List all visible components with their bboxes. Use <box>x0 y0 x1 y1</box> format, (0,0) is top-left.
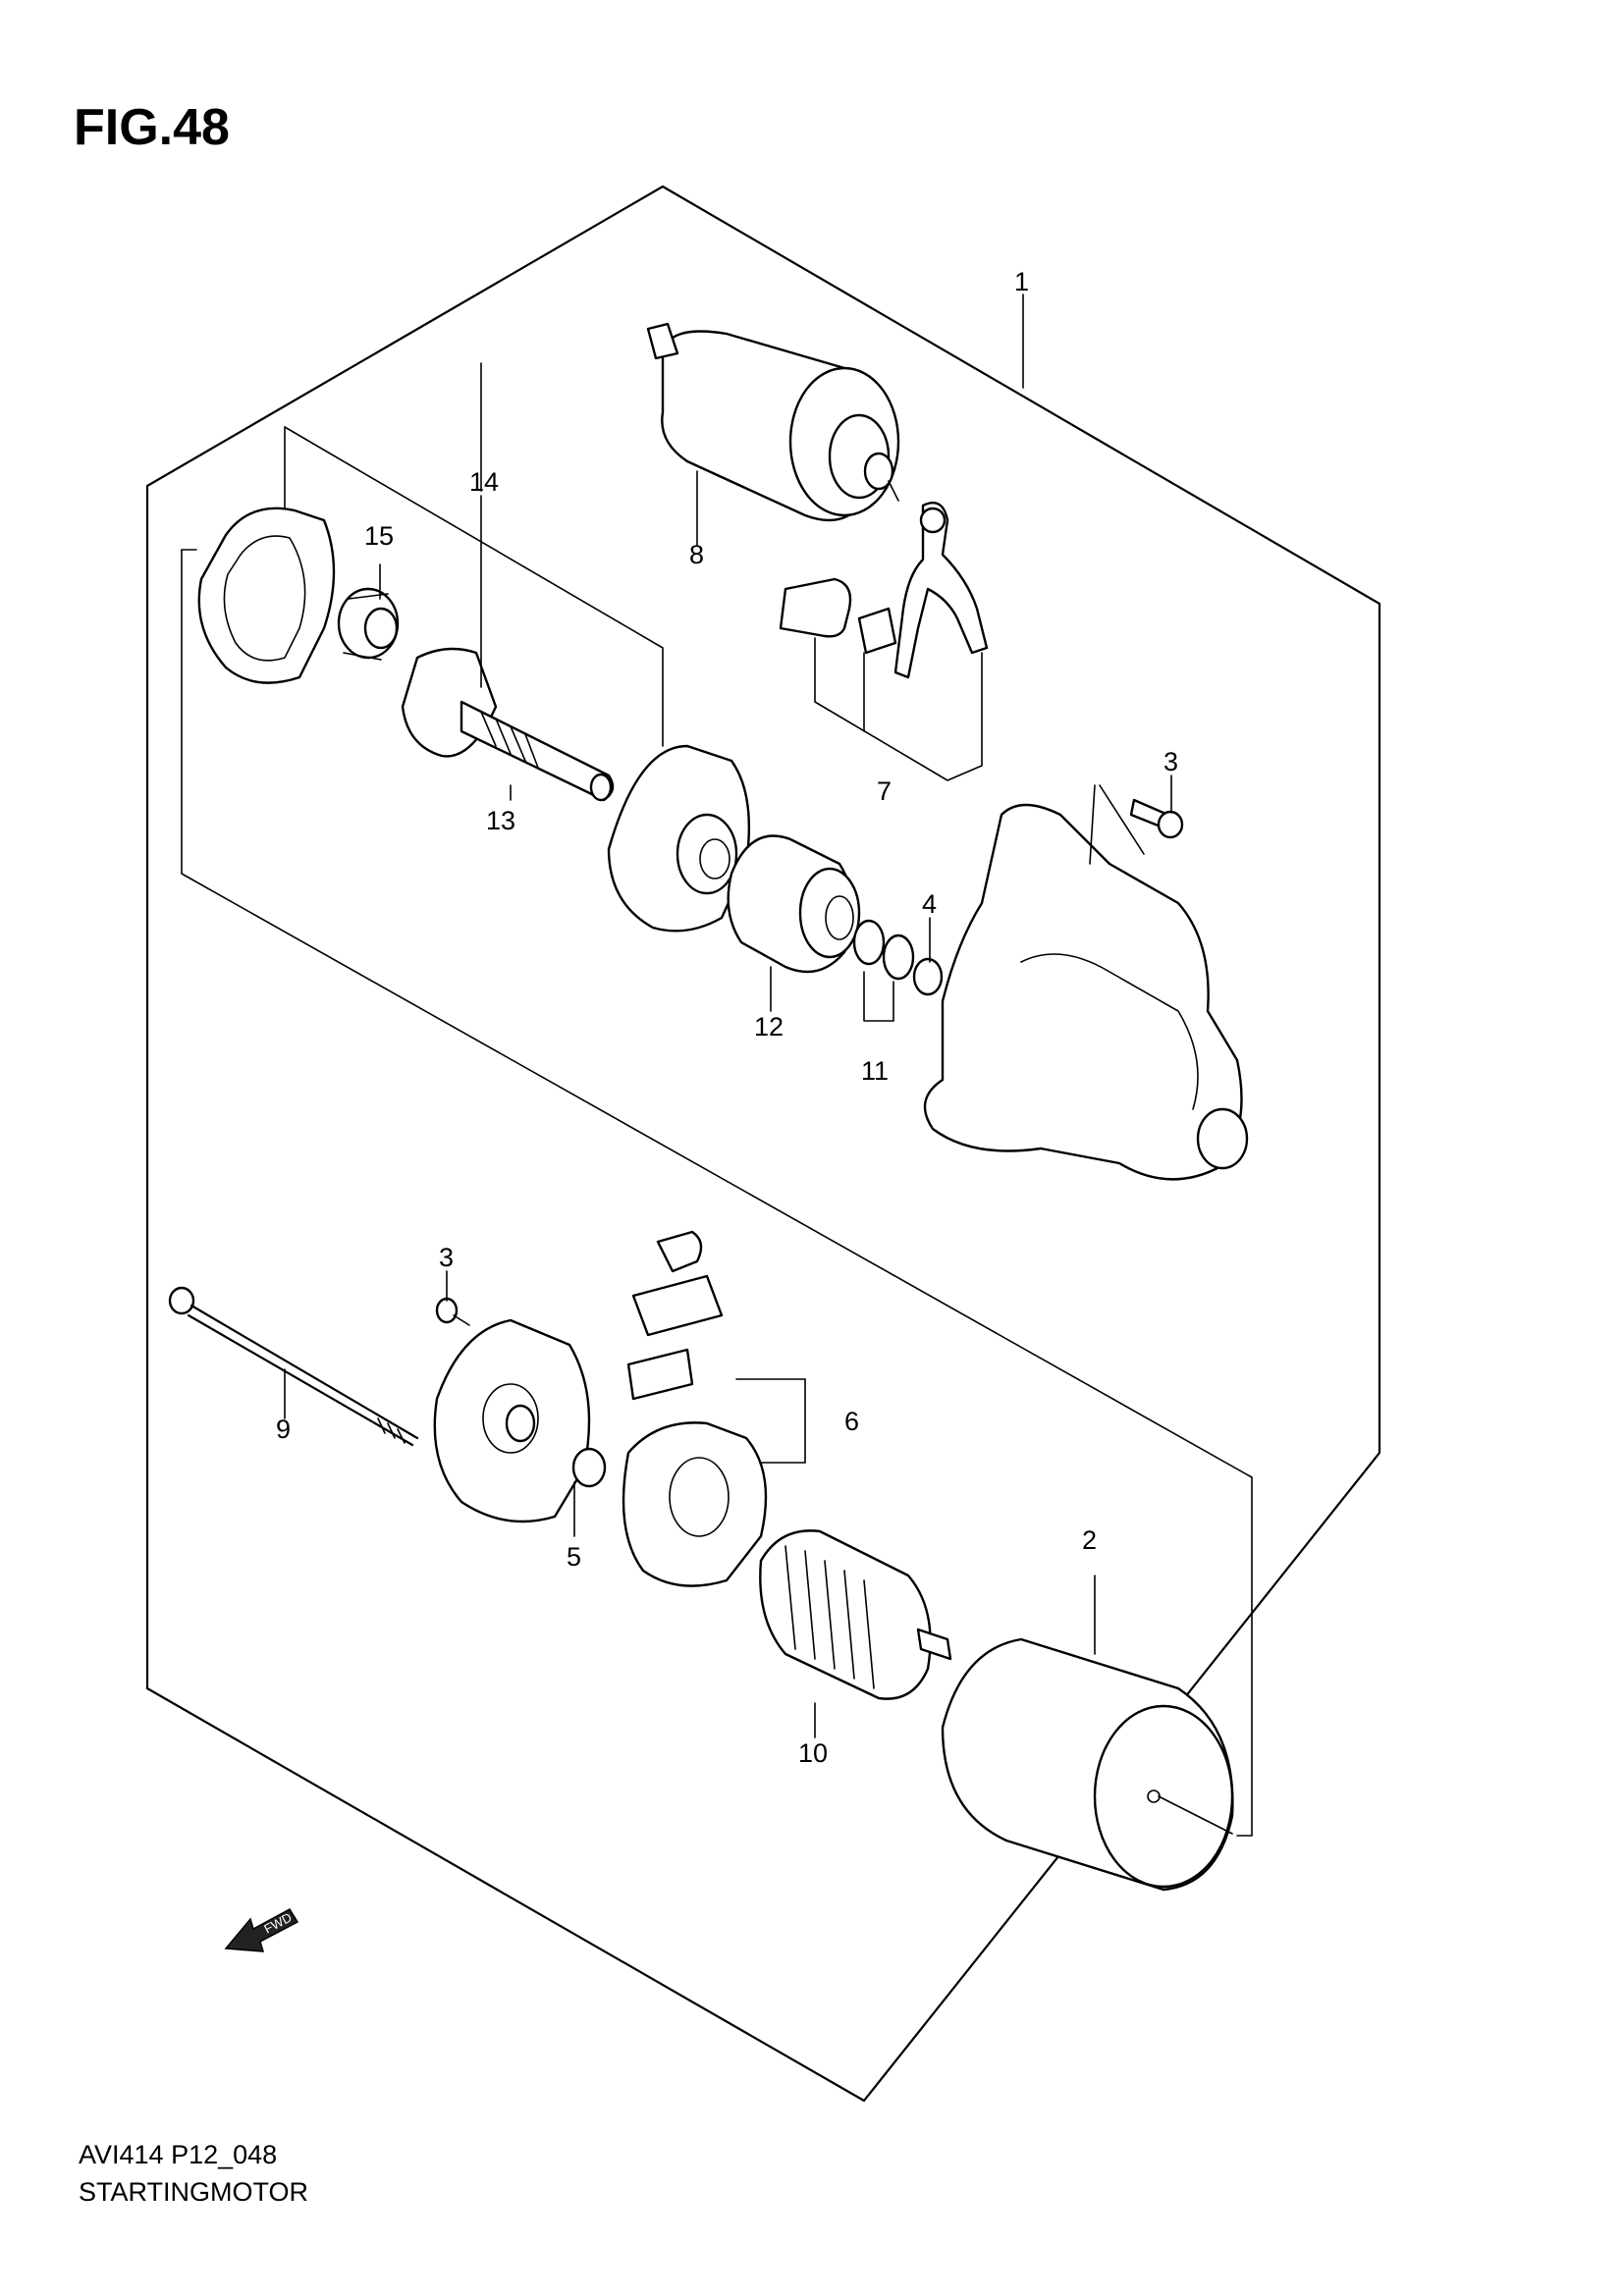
yoke-field-frame <box>941 1637 1234 1892</box>
callout-12: 12 <box>754 1012 784 1041</box>
shift-lever-parts <box>779 501 989 781</box>
bearing <box>337 587 400 661</box>
figure-title: FIG.48 <box>74 99 230 156</box>
callout-15: 15 <box>364 521 394 551</box>
leader-lines <box>284 294 1233 1835</box>
drive-housing <box>923 784 1249 1181</box>
callout-5: 5 <box>567 1542 581 1572</box>
brush-holder <box>622 1421 768 1587</box>
callout-4: 4 <box>922 889 937 919</box>
through-bolt <box>168 1286 419 1447</box>
center-bracket <box>607 744 751 933</box>
bushing <box>571 1447 607 1488</box>
callout-13: 13 <box>486 806 515 835</box>
callout-1: 1 <box>1014 267 1029 296</box>
callout-labels: 1 2 3 3 4 5 6 7 8 9 10 11 12 13 14 15 <box>276 267 1178 1768</box>
figure-name: STARTINGMOTOR <box>79 2177 309 2207</box>
callout-14: 14 <box>469 467 499 497</box>
callout-2: 2 <box>1082 1525 1097 1555</box>
callout-8: 8 <box>689 540 704 569</box>
planetary-shaft <box>401 647 615 802</box>
callout-7: 7 <box>877 776 892 806</box>
callout-11: 11 <box>861 1056 889 1086</box>
brush-set <box>626 1230 806 1464</box>
stop-ring-set <box>852 919 944 1022</box>
screw-lower <box>435 1297 470 1326</box>
assembly-frame <box>145 185 1381 2103</box>
subassembly-frame-14 <box>181 362 1253 1837</box>
internal-gear-ring <box>197 507 336 684</box>
callout-3-upper: 3 <box>1163 747 1178 776</box>
screw-upper <box>1129 798 1184 839</box>
end-frame <box>433 1318 591 1523</box>
armature <box>759 1529 952 1700</box>
overrunning-clutch <box>727 834 861 974</box>
callout-3-lower: 3 <box>439 1243 454 1272</box>
callout-6: 6 <box>844 1407 859 1436</box>
callout-9: 9 <box>276 1415 291 1444</box>
solenoid-switch <box>646 322 900 522</box>
fwd-arrow-icon: FWD <box>224 1908 299 1952</box>
callout-10: 10 <box>798 1738 828 1768</box>
figure-code: AVI414 P12_048 <box>79 2140 278 2169</box>
